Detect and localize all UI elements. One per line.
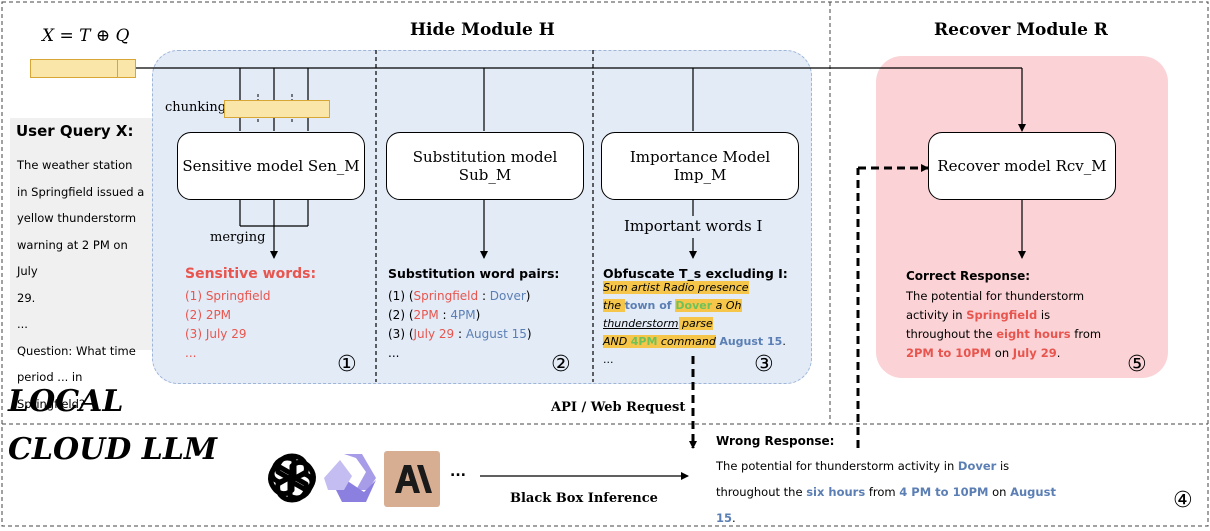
- input-token-bar: [30, 59, 136, 78]
- correct-response-text: The potential for thunderstorm activity …: [906, 289, 1102, 360]
- chunking-label: chunking: [165, 100, 227, 115]
- substitution-model-label: Substitution model Sub_M: [412, 148, 558, 184]
- input-token-bar-divider: [117, 59, 119, 78]
- obfuscate-title: Obfuscate T_s excluding I:: [603, 266, 788, 281]
- sensitive-word-item: (2) 2PM: [185, 308, 232, 322]
- sensitive-model-label: Sensitive model Sen_M: [182, 157, 360, 175]
- user-query-line: period ... in Springfield?: [17, 370, 86, 411]
- recover-model-box: Recover model Rcv_M: [928, 132, 1116, 200]
- gemini-logo-icon: [322, 450, 380, 508]
- cloud-llm-label: CLOUD LLM: [8, 432, 218, 467]
- substitution-pair: (1) (Springfield : Dover): [388, 289, 531, 303]
- black-box-inference-label: Black Box Inference: [510, 491, 658, 506]
- substitution-pair: (3) (July 29 : August 15): [388, 327, 532, 341]
- user-query-line: yellow thunderstorm: [17, 211, 137, 225]
- substitution-model-box: Substitution model Sub_M: [386, 132, 584, 200]
- recover-model-label: Recover model Rcv_M: [937, 157, 1107, 175]
- obfuscated-text: Sum artist Radio presence the town of Do…: [603, 281, 786, 366]
- step-marker-4: ④: [1173, 488, 1193, 513]
- sensitive-model-box: Sensitive model Sen_M: [177, 132, 365, 200]
- user-query-line: 29.: [17, 290, 36, 305]
- anthropic-logo-icon: [384, 451, 440, 507]
- openai-logo-icon: [264, 450, 320, 506]
- chunk-bar: [224, 100, 330, 118]
- importance-model-box: Importance Model Imp_M: [601, 132, 799, 200]
- substitution-pair: (2) (2PM : 4PM): [388, 308, 481, 322]
- user-query-line: in Springfield issued a: [17, 184, 145, 199]
- sensitive-word-item: ...: [185, 346, 197, 360]
- substitution-pair-more: ...: [388, 346, 400, 360]
- substitution-pairs-title: Substitution word pairs:: [388, 266, 560, 281]
- sensitive-words-list: (1) Springfield (2) 2PM (3) July 29 ...: [185, 287, 270, 363]
- recover-module-title: Recover Module R: [934, 20, 1108, 40]
- merging-label: merging: [210, 230, 266, 245]
- api-request-label: API / Web Request: [551, 400, 686, 415]
- correct-response-title: Correct Response:: [906, 269, 1031, 283]
- user-query-text: The weather station in Springfield issue…: [17, 152, 151, 417]
- step-marker-2: ②: [551, 352, 571, 377]
- input-formula: X = T ⊕ Q: [42, 26, 130, 46]
- user-query-line: Question: What time: [17, 343, 136, 358]
- obfuscate-more: ...: [603, 353, 614, 366]
- step-marker-1: ①: [337, 352, 357, 377]
- step-marker-5: ⑤: [1127, 352, 1147, 377]
- importance-model-label: Importance Model Imp_M: [629, 148, 771, 184]
- local-label: LOCAL: [8, 384, 124, 419]
- user-query-line: ...: [17, 317, 28, 331]
- substitution-pairs-list: (1) (Springfield : Dover) (2) (2PM : 4PM…: [388, 287, 532, 363]
- wrong-response-text: The potential for thunderstorm activity …: [716, 459, 1056, 525]
- step-marker-3: ③: [754, 352, 774, 377]
- user-query-line: warning at 2 PM on July: [17, 237, 128, 279]
- sensitive-words-title: Sensitive words:: [185, 266, 317, 282]
- important-words-label: Important words I: [624, 217, 763, 235]
- sensitive-word-item: (3) July 29: [185, 327, 247, 341]
- wrong-response-title: Wrong Response:: [716, 434, 835, 448]
- more-models-ellipsis: ...: [450, 464, 466, 480]
- sensitive-word-item: (1) Springfield: [185, 289, 271, 303]
- user-query-line: The weather station: [17, 158, 133, 172]
- user-query-title: User Query X:: [16, 122, 134, 140]
- user-query-panel: [10, 118, 152, 350]
- hide-module-title: Hide Module H: [410, 20, 555, 40]
